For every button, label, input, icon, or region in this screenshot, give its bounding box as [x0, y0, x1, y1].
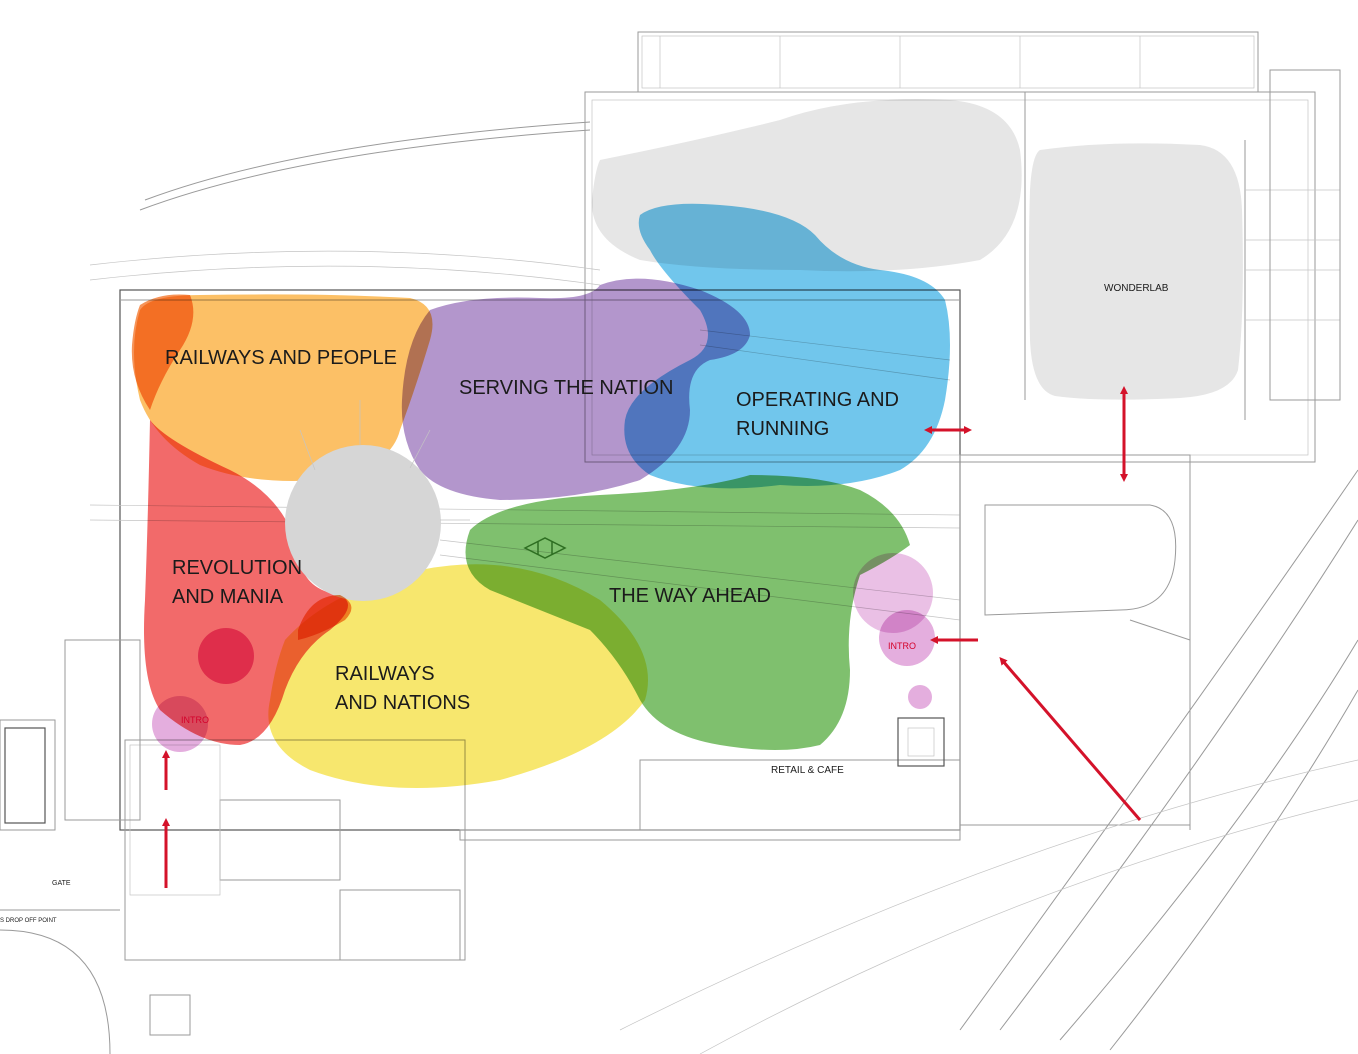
intro-circle-right-small — [908, 685, 932, 709]
the-way-ahead-label: THE WAY AHEAD — [609, 585, 771, 607]
intro-circle-right[interactable] — [879, 610, 935, 666]
zone-labels: RAILWAYS AND PEOPLE SERVING THE NATION O… — [0, 283, 1169, 924]
revolution-orange-accent — [298, 595, 352, 640]
exhibition-zones — [131, 99, 1243, 788]
circulation-arrows — [162, 386, 1142, 888]
wonderlab-zone[interactable] — [1029, 143, 1243, 400]
drop-off-label: S DROP OFF POINT — [0, 918, 57, 924]
retail-cafe-label: RETAIL & CAFE — [771, 765, 844, 776]
arrow-diagonal-approach — [999, 656, 1142, 821]
serving-the-nation-label: SERVING THE NATION — [459, 377, 673, 399]
wonderlab-label: WONDERLAB — [1104, 283, 1169, 294]
intro-label-left: INTRO — [181, 715, 209, 725]
revolution-highlight-circle — [198, 628, 254, 684]
gate-label: GATE — [52, 880, 71, 887]
operating-and-running-zone[interactable] — [624, 203, 950, 489]
operating-and-running-label-2: RUNNING — [736, 418, 829, 440]
intro-circle-left[interactable] — [152, 696, 208, 752]
railways-and-people-accent — [131, 294, 194, 410]
railways-and-people-label: RAILWAYS AND PEOPLE — [165, 347, 397, 369]
the-way-ahead-zone[interactable] — [465, 475, 911, 750]
railways-and-nations-label-2: AND NATIONS — [335, 692, 470, 714]
revolution-and-mania-label-2: AND MANIA — [172, 586, 284, 608]
railways-and-people-zone[interactable] — [134, 294, 433, 481]
railways-and-nations-label-1: RAILWAYS — [335, 663, 435, 685]
turntable-circle — [285, 445, 441, 601]
intro-label-right: INTRO — [888, 641, 916, 651]
revolution-and-mania-label-1: REVOLUTION — [172, 557, 302, 579]
revolution-and-mania-zone[interactable] — [144, 420, 348, 745]
track-marker-icon — [523, 537, 567, 559]
railways-and-nations-zone[interactable] — [268, 564, 648, 788]
operating-and-running-label-1: OPERATING AND — [736, 389, 899, 411]
